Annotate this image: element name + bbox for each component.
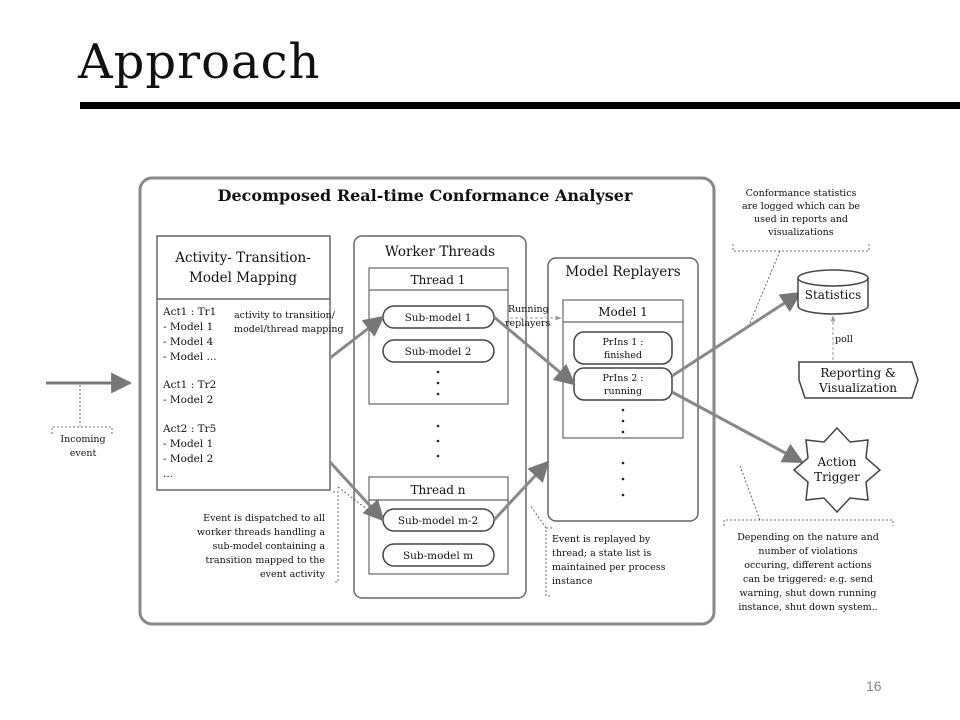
sub-model-2 (382, 339, 495, 363)
dispatch-note-line: sub-model containing a (213, 541, 326, 552)
stats-note-line: are logged which can be (742, 201, 860, 212)
sub-model-1-label: Sub-model 1 (405, 312, 472, 324)
mapping-title-2: Model Mapping (189, 270, 297, 286)
mapping-line: - Model 4 (163, 336, 214, 348)
model-1-ellipsis (621, 408, 625, 434)
mapping-line: - Model ... (163, 351, 217, 363)
prins-2-line-2: running (604, 386, 642, 397)
action-note-line: number of violations (758, 546, 857, 557)
statistics-database (797, 269, 869, 315)
action-note-line: Depending on the nature and (737, 532, 879, 543)
dispatch-note: Event is dispatched to all worker thread… (197, 486, 369, 583)
mapping-to-threadn-arrow (328, 460, 385, 522)
dispatch-note-line: Event is dispatched to all (203, 513, 325, 524)
replay-note: Event is replayed by thread; a state lis… (529, 504, 666, 597)
prins-1 (573, 331, 673, 365)
mapping-line: ... (163, 468, 173, 480)
action-trigger-label-1: Action (817, 455, 857, 469)
stats-note-line: visualizations (767, 227, 834, 238)
thread1-to-prins2-arrow (493, 315, 576, 386)
prins2-to-statistics-arrow (671, 291, 802, 378)
mapping-line: Act1 : Tr2 (162, 379, 216, 391)
sub-model-2-label: Sub-model 2 (405, 346, 472, 358)
sub-model-m (382, 543, 495, 567)
prins2-to-action-arrow (671, 390, 804, 464)
dispatch-note-line: transition mapped to the (206, 555, 326, 566)
reporting-box (798, 361, 919, 399)
action-trigger-label-2: Trigger (814, 470, 860, 484)
thread-1-ellipsis (436, 370, 440, 396)
replay-note-line: maintained per process (552, 562, 666, 573)
replay-note-line: Event is replayed by (552, 534, 651, 545)
mapping-arrow-label-1: activity to transition/ (234, 310, 336, 321)
mapping-title-1: Activity- Transition- (174, 250, 310, 266)
prins-1-line-1: PrIns 1 : (603, 337, 644, 348)
dispatch-note-line: event activity (260, 569, 326, 580)
thread-1-title: Thread 1 (411, 273, 466, 287)
analyser-title: Decomposed Real-time Conformance Analyse… (218, 186, 633, 205)
mapping-line: - Model 2 (163, 394, 213, 406)
mapping-line: - Model 2 (163, 453, 213, 465)
model-replayers-title: Model Replayers (565, 264, 680, 280)
replay-note-line: instance (552, 576, 593, 587)
statistics-label: Statistics (805, 288, 862, 302)
title-underline (80, 102, 960, 109)
slide-title: Approach (78, 34, 321, 90)
running-label-2: replayers (505, 318, 550, 329)
sub-model-m-label: Sub-model m (403, 550, 473, 562)
reporting-label-1: Reporting & (820, 366, 896, 380)
reporting-label-2: Visualization (818, 381, 897, 395)
prins-2-line-1: PrIns 2 : (603, 373, 644, 384)
mapping-box (156, 235, 331, 491)
page-number: 16 (866, 678, 882, 694)
mapping-line: Act2 : Tr5 (162, 423, 216, 435)
stats-note-line: used in reports and (754, 214, 848, 225)
models-ellipsis (621, 461, 625, 497)
mapping-line: - Model 1 (163, 438, 213, 450)
thread-1-box (368, 267, 509, 405)
sub-model-m-2-label: Sub-model m-2 (398, 515, 478, 527)
poll-label: poll (835, 334, 853, 345)
action-note-line: occuring, different actions (744, 560, 872, 571)
prins-1-line-2: finished (604, 350, 642, 361)
mapping-arrow-label-2: model/thread mapping (234, 324, 344, 335)
stats-note-line: Conformance statistics (746, 188, 857, 199)
threads-ellipsis (436, 424, 440, 458)
running-label-1: Running (508, 304, 549, 315)
replay-note-line: thread; a state list is (552, 548, 651, 559)
action-note: Depending on the nature and number of vi… (723, 465, 894, 613)
mapping-to-thread1-arrow (329, 315, 385, 360)
dispatch-note-line: worker threads handling a (197, 527, 325, 538)
model-1-title: Model 1 (598, 305, 648, 319)
mapping-line: - Model 1 (163, 321, 213, 333)
action-note-line: instance, shut down system.. (738, 602, 877, 613)
worker-threads-title: Worker Threads (385, 244, 495, 260)
action-note-line: can be triggered: e.g. send (743, 574, 873, 585)
mapping-list: Act1 : Tr1 - Model 1 - Model 4 - Model .… (162, 306, 217, 480)
action-trigger-star (792, 426, 882, 514)
incoming-event-label-1: Incoming (60, 434, 105, 445)
incoming-event-label-2: event (70, 448, 97, 459)
mapping-line: Act1 : Tr1 (162, 306, 216, 318)
threadn-to-replayers-arrow (492, 460, 550, 522)
stats-note: Conformance statistics are logged which … (732, 188, 870, 324)
action-note-line: warning, shut down running (740, 588, 877, 599)
thread-n-title: Thread n (411, 483, 466, 497)
